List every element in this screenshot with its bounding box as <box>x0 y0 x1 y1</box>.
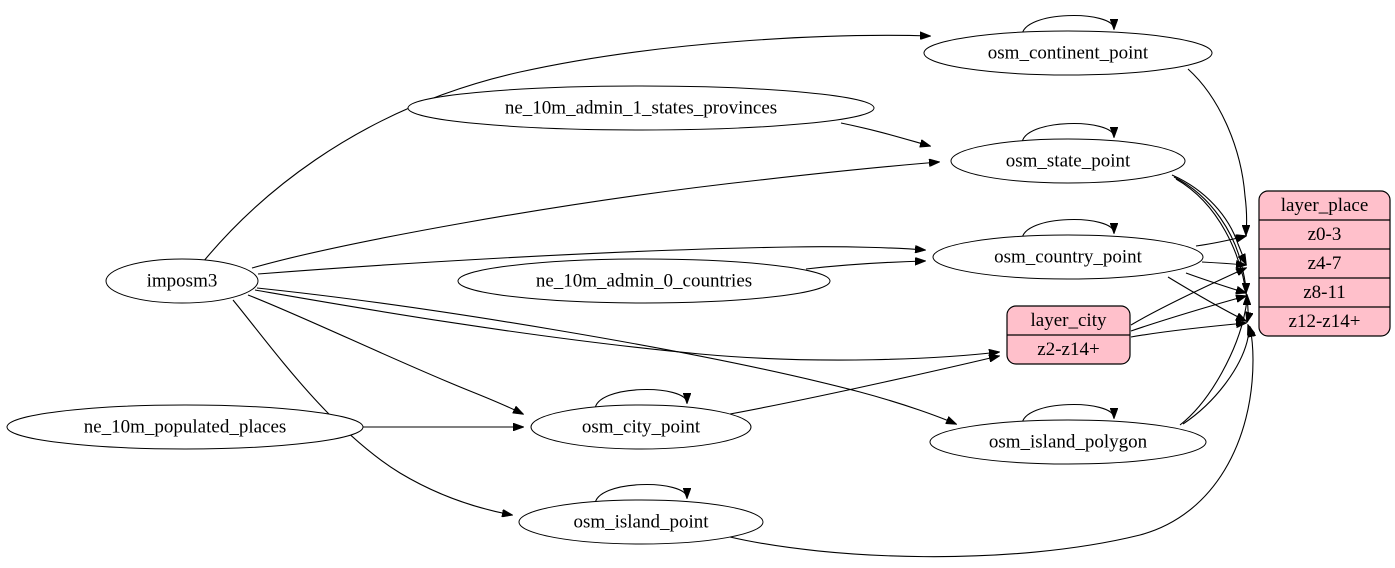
edge-imposm3-to-osm_country_point <box>257 247 925 275</box>
node-osm_continent_point[interactable]: osm_continent_point <box>923 30 1213 76</box>
edge-osm_island_polygon-to-layer_place-z12-z14 <box>1182 325 1249 425</box>
node-label-osm_island_polygon: osm_island_polygon <box>989 431 1148 452</box>
edge-layer_city-to-layer_place-z12-z14 <box>1130 323 1246 338</box>
edge-osm_country_point-to-layer_place-z0-3 <box>1195 236 1246 247</box>
layer_city-row-1: z2-z14+ <box>1037 339 1099 360</box>
self-loop-osm_island_point <box>594 484 687 506</box>
node-osm_country_point[interactable]: osm_country_point <box>932 234 1204 280</box>
edge-layer_city-to-layer_place-z4-7 <box>1130 268 1246 326</box>
node-label-osm_city_point: osm_city_point <box>582 416 701 437</box>
edge-osm_country_point-to-layer_place-z4-7 <box>1201 262 1246 265</box>
node-layer: imposm3 ne_10m_admin_1_states_provinces … <box>6 30 1213 545</box>
edge-osm_state_point-to-layer_place-z8-11 <box>1173 176 1246 293</box>
layer-node-layer_city[interactable]: layer_city z2-z14+ <box>1006 305 1131 365</box>
edge-imposm3-to-osm_city_point <box>247 294 523 414</box>
self-loop-osm_island_polygon <box>1021 404 1114 426</box>
layer_city-row-0: layer_city <box>1031 310 1107 331</box>
self-loop-osm_state_point <box>1021 123 1114 145</box>
edge-ne_10m_admin_0_countries-to-osm_country_point <box>805 261 925 270</box>
node-label-osm_state_point: osm_state_point <box>1006 150 1131 171</box>
edge-ne_10m_admin_1_states_provinces-to-osm_state_point <box>840 122 930 146</box>
node-label-osm_continent_point: osm_continent_point <box>988 42 1149 63</box>
layer-node-layer_place[interactable]: layer_place z0-3 z4-7 z8-11 z12-z14+ <box>1258 190 1391 337</box>
layer_place-row-2: z4-7 <box>1308 253 1342 274</box>
node-ne_10m_populated_places[interactable]: ne_10m_populated_places <box>6 404 364 450</box>
edge-layer_city-to-layer_place-z8-11 <box>1130 296 1246 332</box>
layer_place-row-1: z0-3 <box>1308 224 1342 245</box>
node-osm_state_point[interactable]: osm_state_point <box>950 138 1186 184</box>
node-label-ne_10m_admin_1_states_provinces: ne_10m_admin_1_states_provinces <box>505 97 777 118</box>
node-ne_10m_admin_1_states_provinces[interactable]: ne_10m_admin_1_states_provinces <box>407 85 875 131</box>
self-loop-osm_city_point <box>594 389 687 411</box>
node-imposm3[interactable]: imposm3 <box>105 258 259 304</box>
edge-osm_city_point-to-layer_city <box>729 356 999 415</box>
layer_place-row-4: z12-z14+ <box>1289 311 1361 332</box>
node-ne_10m_admin_0_countries[interactable]: ne_10m_admin_0_countries <box>457 258 831 304</box>
node-label-ne_10m_populated_places: ne_10m_populated_places <box>84 416 287 437</box>
node-label-imposm3: imposm3 <box>147 270 218 291</box>
edge-osm_country_point-to-layer_place-z12-z14 <box>1167 276 1246 321</box>
edge-osm_island_point-to-layer_place-z12-z14 <box>729 327 1253 558</box>
layer_place-row-3: z8-11 <box>1303 282 1346 303</box>
node-osm_city_point[interactable]: osm_city_point <box>530 404 752 450</box>
edge-osm_state_point-to-layer_place-z12-z14 <box>1175 178 1248 322</box>
edge-layer <box>202 15 1253 558</box>
edge-imposm3-to-osm_state_point <box>251 162 939 269</box>
node-osm_island_polygon[interactable]: osm_island_polygon <box>929 419 1207 465</box>
self-loop-osm_continent_point <box>1021 15 1114 37</box>
edge-imposm3-to-osm_island_polygon <box>256 287 956 424</box>
self-loop-osm_country_point <box>1021 219 1114 241</box>
edge-osm_country_point-to-layer_place-z8-11 <box>1185 272 1246 293</box>
edge-osm_continent_point-to-layer_place-z0-3 <box>1187 68 1247 235</box>
layer_place-row-0: layer_place <box>1281 195 1369 216</box>
node-label-ne_10m_admin_0_countries: ne_10m_admin_0_countries <box>536 270 752 291</box>
edge-imposm3-to-osm_continent_point <box>202 35 930 263</box>
edge-imposm3-to-osm_island_point <box>232 299 512 515</box>
edge-osm_island_polygon-to-layer_place-z8-11 <box>1179 295 1247 426</box>
node-osm_island_point[interactable]: osm_island_point <box>518 499 764 545</box>
node-label-osm_country_point: osm_country_point <box>994 246 1142 267</box>
node-label-osm_island_point: osm_island_point <box>573 511 709 532</box>
